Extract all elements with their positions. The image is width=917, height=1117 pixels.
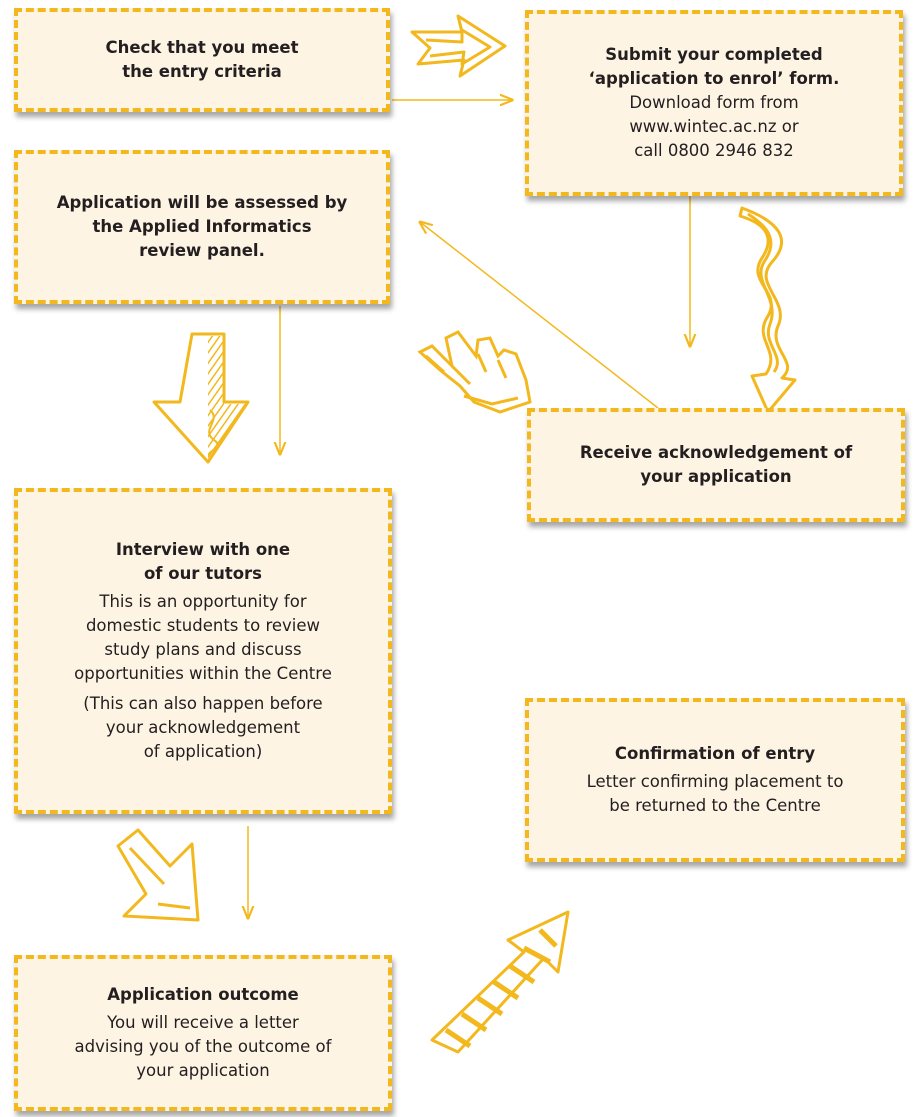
step-body: Download form from www.wintec.ac.nz or c…: [629, 91, 798, 163]
body-line: advising you of the outcome of: [74, 1037, 332, 1056]
step-body: Letter confirming placement to be return…: [587, 770, 844, 818]
title-line: ‘application to enrol’ form.: [588, 69, 840, 88]
connector-acknowledge-to-assess: [420, 222, 659, 409]
squiggle-arrow-down-icon: [738, 206, 797, 414]
note-line: (This can also happen before: [83, 694, 323, 713]
step-title: Application will be assessed by the Appl…: [57, 191, 348, 263]
title-line: your application: [640, 467, 792, 486]
title-line: Receive acknowledgement of: [579, 443, 853, 462]
body-line: You will receive a letter: [107, 1013, 299, 1032]
step-confirmation: Confirmation of entry Letter confirming …: [525, 698, 905, 862]
sketch-arrow-down-right-icon: [116, 828, 200, 922]
title-line: Check that you meet: [105, 38, 299, 57]
step-title: Submit your completed ‘application to en…: [589, 43, 840, 91]
note-line: your acknowledgement: [105, 718, 301, 737]
step-title: Check that you meet the entry criteria: [106, 36, 299, 84]
step-title: Interview with one of our tutors: [116, 538, 290, 586]
body-line: domestic students to review: [85, 616, 321, 635]
step-interview: Interview with one of our tutors This is…: [14, 488, 392, 814]
body-line: opportunities within the Centre: [74, 664, 332, 683]
hatched-arrow-down-icon: [152, 332, 250, 464]
body-line: be returned to the Centre: [609, 796, 821, 815]
step-check-criteria: Check that you meet the entry criteria: [14, 8, 390, 112]
note-line: of application): [143, 742, 263, 761]
title-line: Submit your completed: [605, 45, 823, 64]
body-line: call 0800 2946 832: [634, 141, 794, 160]
title-line: of our tutors: [143, 564, 263, 583]
body-line: study plans and discuss: [104, 640, 302, 659]
body-line: your application: [136, 1061, 270, 1080]
sketch-arrow-right-icon: [410, 14, 507, 78]
step-outcome: Application outcome You will receive a l…: [14, 955, 392, 1111]
body-line: Letter confirming placement to: [586, 772, 844, 791]
title-line: Confirmation of entry: [614, 744, 816, 763]
step-body: You will receive a letter advising you o…: [75, 1011, 332, 1083]
step-body: This is an opportunity for domestic stud…: [74, 590, 332, 686]
hand-cursor-icon: [417, 330, 532, 414]
step-assessment: Application will be assessed by the Appl…: [14, 150, 390, 304]
title-line: the Applied Informatics: [92, 217, 312, 236]
title-line: Application will be assessed by: [56, 193, 348, 212]
striped-arrow-up-right-icon: [430, 910, 570, 1054]
step-title: Confirmation of entry: [615, 742, 815, 766]
step-submit-form: Submit your completed ‘application to en…: [525, 10, 903, 196]
title-line: Application outcome: [107, 985, 299, 1004]
step-note: (This can also happen before your acknow…: [83, 692, 322, 764]
step-title: Receive acknowledgement of your applicat…: [580, 441, 852, 489]
step-acknowledgement: Receive acknowledgement of your applicat…: [527, 408, 905, 522]
body-line: www.wintec.ac.nz or: [629, 117, 799, 136]
body-line: This is an opportunity for: [99, 592, 307, 611]
title-line: review panel.: [139, 241, 265, 260]
step-title: Application outcome: [107, 983, 298, 1007]
title-line: Interview with one: [115, 540, 291, 559]
title-line: the entry criteria: [122, 62, 282, 81]
body-line: Download form from: [629, 93, 799, 112]
